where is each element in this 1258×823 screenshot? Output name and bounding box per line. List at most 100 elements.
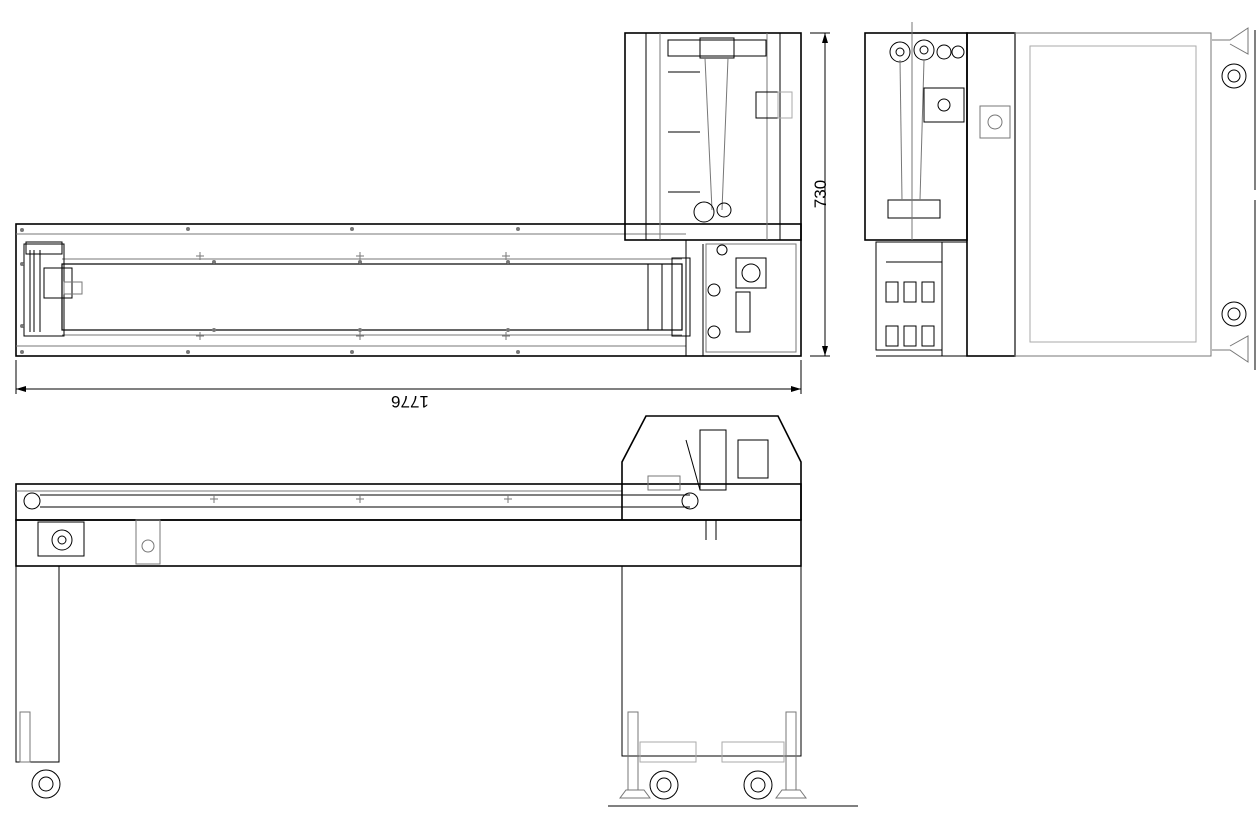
front-tail-pulley: [681, 492, 699, 510]
plan-applicator-bracket: [735, 291, 751, 333]
side-view: [864, 22, 1256, 370]
front-foot: [775, 789, 807, 799]
side-caster-hub: [1227, 307, 1241, 321]
plan-cross-mark: [502, 252, 510, 260]
front-base-bracket: [721, 741, 785, 763]
plan-bolt: [186, 350, 190, 354]
side-switch-knob: [987, 114, 1003, 130]
side-pad: [885, 281, 899, 303]
plan-bolt: [516, 350, 520, 354]
front-print-head: [737, 439, 769, 479]
plan-cross-mark: [196, 332, 204, 340]
side-spool-hub: [919, 45, 929, 55]
dim-arrow: [16, 386, 26, 392]
plan-applicator-hub: [741, 263, 761, 283]
plan-motor-box: [63, 281, 83, 295]
plan-roller: [707, 283, 721, 297]
side-switch-box: [979, 105, 1011, 139]
plan-bearing: [25, 241, 63, 255]
front-arm: [685, 439, 701, 491]
side-spool: [951, 45, 965, 59]
front-control-box: [135, 519, 161, 565]
front-control-knob: [141, 539, 155, 553]
front-base-bracket: [639, 741, 697, 763]
plan-small-pulley: [716, 244, 728, 256]
front-motor-hub: [57, 535, 67, 545]
plan-bolt: [516, 227, 520, 231]
side-pad: [921, 325, 935, 347]
plan-bolt: [212, 260, 216, 264]
front-cross-mark: [210, 495, 218, 503]
plan-bolt: [186, 227, 190, 231]
side-pad: [903, 281, 917, 303]
front-cross-mark: [356, 495, 364, 503]
plan-pulley: [716, 202, 732, 218]
plan-bolt: [20, 324, 24, 328]
side-caster: [1221, 301, 1247, 327]
plan-conveyor-frame: [15, 223, 802, 357]
front-sensor-bracket: [647, 475, 681, 491]
plan-label-roll: [667, 39, 767, 57]
plan-bolt: [358, 328, 362, 332]
dim-arrow: [822, 33, 828, 43]
plan-motor: [43, 267, 73, 299]
front-caster: [743, 770, 773, 800]
front-leveler: [627, 711, 639, 791]
front-labeler-hood: [621, 415, 802, 520]
plan-tail-roller: [671, 257, 691, 337]
front-view: [15, 415, 858, 807]
side-labeler-head: [864, 32, 968, 241]
plan-cross-mark: [356, 252, 364, 260]
plan-tail-guide: [647, 263, 663, 331]
dim-arrow: [822, 346, 828, 356]
side-web: [919, 59, 925, 201]
plan-sensor-panel: [777, 91, 793, 119]
plan-cross-mark: [196, 252, 204, 260]
side-spool: [889, 41, 911, 63]
depth-dimension: 730: [811, 180, 830, 208]
plan-cross-mark: [502, 332, 510, 340]
front-body: [15, 519, 802, 567]
side-pad: [885, 325, 899, 347]
side-leveling-foot: [1212, 27, 1249, 55]
plan-bolt: [350, 350, 354, 354]
plan-bolt: [20, 228, 24, 232]
plan-applicator-area: [705, 243, 797, 353]
plan-labeler-unit: [624, 32, 802, 241]
front-caster: [31, 769, 61, 799]
front-caster-hub: [750, 777, 766, 793]
front-cross-mark: [504, 495, 512, 503]
plan-bolt: [350, 227, 354, 231]
dim-arrow: [791, 386, 801, 392]
side-leveling-foot: [1212, 335, 1249, 363]
front-belt-section: [15, 483, 802, 521]
side-frame-inner: [1029, 45, 1197, 343]
front-motor-shaft: [51, 529, 73, 551]
side-spool: [936, 44, 952, 60]
plan-cross-mark: [356, 332, 364, 340]
plan-label-web: [704, 57, 713, 211]
plan-bolt: [20, 350, 24, 354]
plan-belt: [61, 263, 683, 331]
side-label-roll: [887, 199, 941, 219]
side-caster: [1221, 63, 1247, 89]
front-caster-hub: [656, 777, 672, 793]
side-web: [899, 59, 903, 201]
side-spool: [913, 39, 935, 61]
side-frame: [1014, 32, 1212, 357]
plan-label-roll-hub: [699, 37, 735, 59]
side-pad: [903, 325, 917, 347]
plan-bolt: [506, 328, 510, 332]
front-motor: [37, 521, 85, 557]
plan-view: 730 1776: [15, 32, 830, 411]
length-dimension: 1776: [391, 392, 429, 411]
plan-bolt: [20, 262, 24, 266]
plan-pulley: [693, 201, 715, 223]
plan-label-web: [721, 57, 729, 211]
front-drive-pulley: [23, 492, 41, 510]
plan-bolt: [212, 328, 216, 332]
front-label-roll: [699, 429, 727, 491]
side-applicator-panel: [941, 241, 968, 357]
side-print-module: [923, 87, 965, 123]
